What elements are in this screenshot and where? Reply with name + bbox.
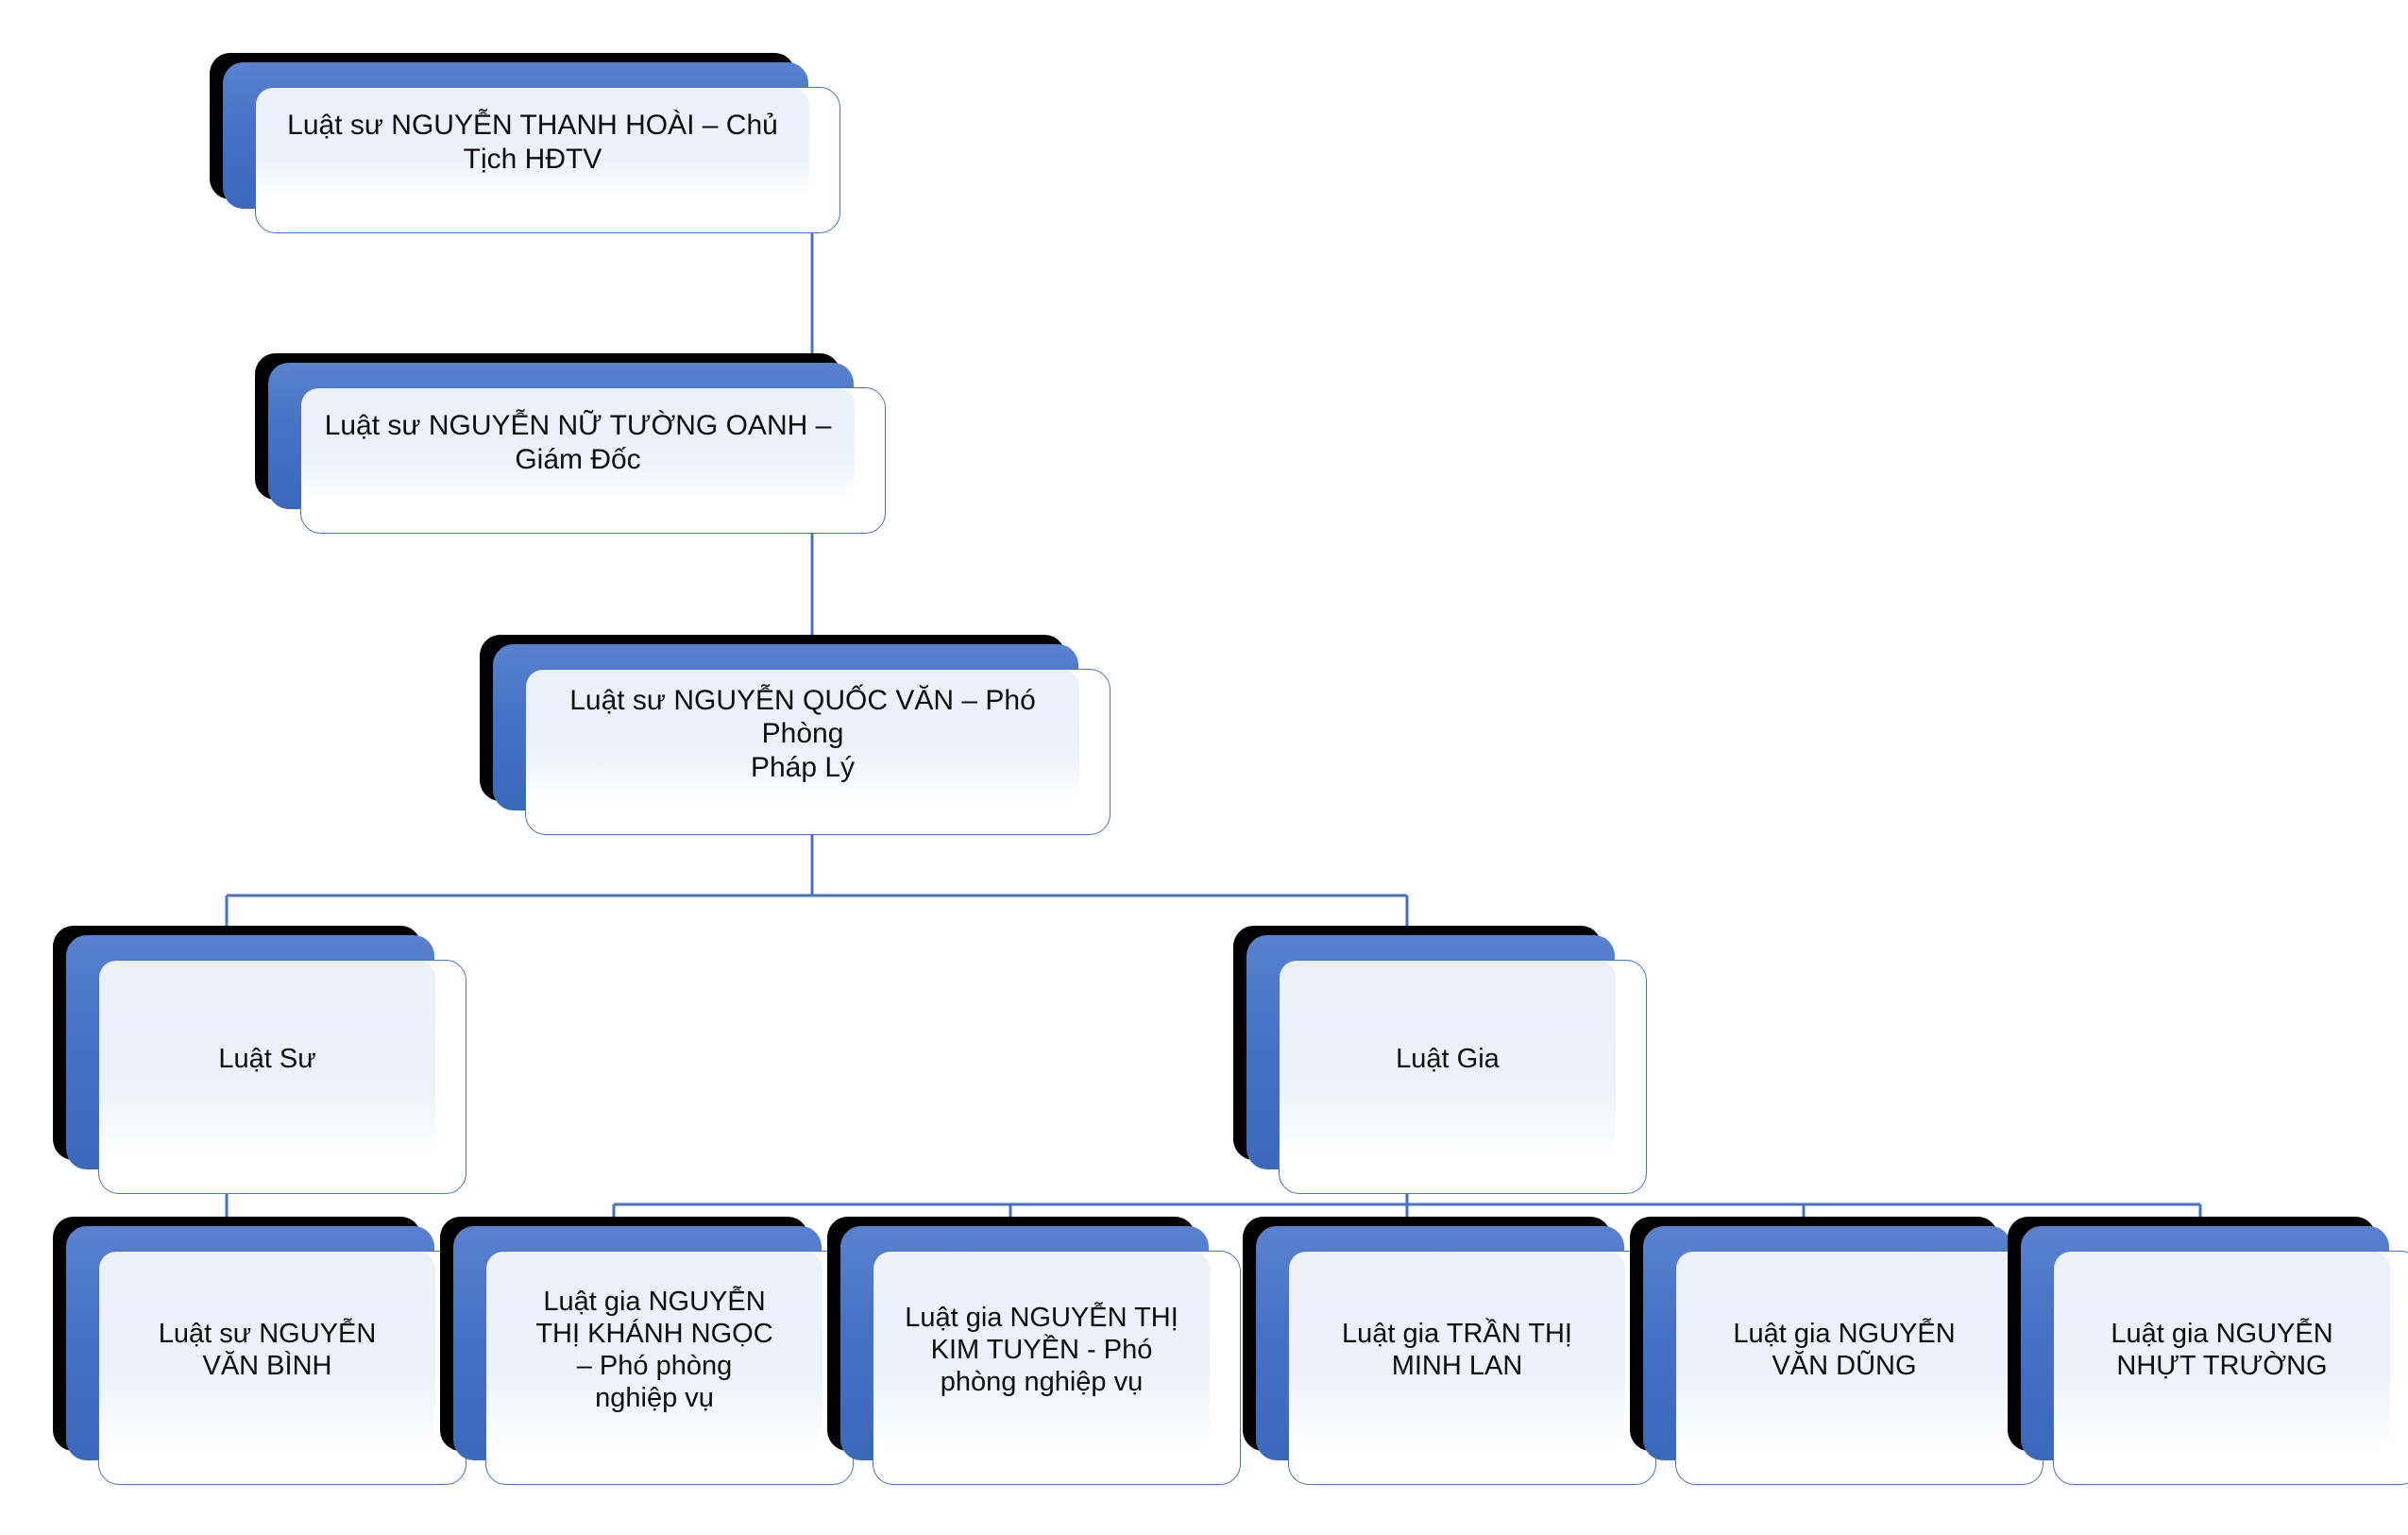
card-front[interactable]: Luật gia NGUYỄN THỊ KHÁNH NGỌC – Phó phò… — [485, 1251, 854, 1485]
card-front[interactable]: Luật gia NGUYỄN NHỰT TRƯỜNG — [2053, 1251, 2408, 1485]
card-front[interactable]: Luật sư NGUYỄN VĂN BÌNH — [98, 1251, 466, 1485]
card-inner-panel: Luật sư NGUYỄN VĂN BÌNH — [99, 1252, 435, 1448]
org-node[interactable]: Luật gia NGUYỄN THỊ KHÁNH NGỌC – Phó phò… — [440, 1217, 854, 1485]
org-node[interactable]: Luật Gia — [1233, 926, 1647, 1194]
org-node-label: Luật gia TRẦN THỊ MINH LAN — [1342, 1318, 1572, 1381]
card-inner-panel: Luật gia NGUYỄN THỊ KHÁNH NGỌC – Phó phò… — [486, 1252, 822, 1448]
card-inner-panel: Luật gia NGUYỄN THỊ KIM TUYỀN - Phó phòn… — [873, 1252, 1210, 1448]
card-front[interactable]: Luật sư NGUYỄN NỮ TƯỜNG OANH – Giám Đốc — [300, 387, 886, 534]
card-inner-panel: Luật gia NGUYỄN VĂN DŨNG — [1676, 1252, 2012, 1448]
org-node[interactable]: Luật gia NGUYỄN NHỰT TRƯỜNG — [2008, 1217, 2408, 1485]
card-inner-panel: Luật Gia — [1280, 961, 1616, 1157]
org-node[interactable]: Luật sư NGUYỄN THANH HOÀI – Chủ Tịch HĐT… — [210, 53, 840, 233]
card-front[interactable]: Luật Sư — [98, 960, 466, 1194]
org-node[interactable]: Luật gia NGUYỄN THỊ KIM TUYỀN - Phó phòn… — [827, 1217, 1241, 1485]
card-inner-panel: Luật gia TRẦN THỊ MINH LAN — [1289, 1252, 1625, 1448]
org-node[interactable]: Luật gia TRẦN THỊ MINH LAN — [1243, 1217, 1656, 1485]
card-front[interactable]: Luật gia NGUYỄN THỊ KIM TUYỀN - Phó phòn… — [873, 1251, 1241, 1485]
card-front[interactable]: Luật sư NGUYỄN QUỐC VĂN – Phó Phòng Pháp… — [525, 669, 1111, 835]
card-inner-panel: Luật Sư — [99, 961, 435, 1157]
card-front[interactable]: Luật sư NGUYỄN THANH HOÀI – Chủ Tịch HĐT… — [255, 87, 840, 233]
card-inner-panel: Luật sư NGUYỄN QUỐC VĂN – Phó Phòng Pháp… — [526, 670, 1079, 798]
org-node-label: Luật sư NGUYỄN VĂN BÌNH — [158, 1318, 377, 1381]
org-node[interactable]: Luật sư NGUYỄN QUỐC VĂN – Phó Phòng Pháp… — [480, 635, 1111, 835]
org-node[interactable]: Luật sư NGUYỄN VĂN BÌNH — [53, 1217, 466, 1485]
card-front[interactable]: Luật Gia — [1279, 960, 1647, 1194]
org-node-label: Luật gia NGUYỄN VĂN DŨNG — [1733, 1318, 1956, 1381]
card-inner-panel: Luật gia NGUYỄN NHỰT TRƯỜNG — [2054, 1252, 2390, 1448]
card-front[interactable]: Luật gia TRẦN THỊ MINH LAN — [1288, 1251, 1656, 1485]
org-node[interactable]: Luật Sư — [53, 926, 466, 1194]
org-node-label: Luật sư NGUYỄN THANH HOÀI – Chủ Tịch HĐT… — [287, 110, 778, 175]
org-node-label: Luật Gia — [1396, 1043, 1500, 1074]
card-front[interactable]: Luật gia NGUYỄN VĂN DŨNG — [1675, 1251, 2043, 1485]
card-inner-panel: Luật sư NGUYỄN THANH HOÀI – Chủ Tịch HĐT… — [256, 88, 809, 196]
card-inner-panel: Luật sư NGUYỄN NỮ TƯỜNG OANH – Giám Đốc — [301, 388, 855, 497]
org-node[interactable]: Luật gia NGUYỄN VĂN DŨNG — [1630, 1217, 2043, 1485]
org-node-label: Luật gia NGUYỄN THỊ KHÁNH NGỌC – Phó phò… — [535, 1286, 773, 1414]
org-node-label: Luật sư NGUYỄN NỮ TƯỜNG OANH – Giám Đốc — [324, 410, 832, 475]
org-node-label: Luật gia NGUYỄN NHỰT TRƯỜNG — [2111, 1318, 2333, 1381]
org-node-label: Luật Sư — [218, 1043, 316, 1074]
org-node-label: Luật gia NGUYỄN THỊ KIM TUYỀN - Phó phòn… — [905, 1302, 1179, 1398]
org-node-label: Luật sư NGUYỄN QUỐC VĂN – Phó Phòng Pháp… — [569, 684, 1036, 783]
org-node[interactable]: Luật sư NGUYỄN NỮ TƯỜNG OANH – Giám Đốc — [255, 353, 886, 534]
